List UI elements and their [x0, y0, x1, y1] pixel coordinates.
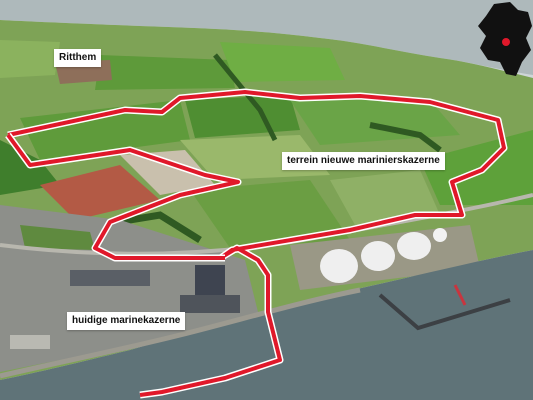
place-label-current-base: huidige marinekazerne	[67, 312, 186, 330]
field-10	[190, 180, 350, 248]
container-yard	[40, 165, 160, 220]
inset-location-marker	[502, 38, 510, 46]
place-label-ritthem: Ritthem	[54, 49, 102, 67]
field-1	[0, 40, 60, 78]
jetty	[378, 293, 511, 331]
field-11	[330, 170, 440, 225]
jetty-crane	[453, 284, 467, 306]
storage-tank-2	[361, 241, 395, 271]
building-2	[180, 295, 240, 313]
storage-tank-4	[433, 228, 447, 242]
town-green	[20, 225, 95, 250]
field-3	[220, 42, 345, 82]
boundary-new-site	[7, 90, 506, 397]
boundary-inner	[6, 133, 240, 260]
field-2	[95, 55, 235, 90]
quay	[0, 287, 361, 379]
distant-water	[0, 0, 533, 75]
parking-grid	[120, 150, 215, 195]
tree-line-2	[369, 122, 442, 153]
building-4	[10, 335, 50, 349]
tree-line-1	[213, 53, 278, 142]
storage-tank-1	[320, 249, 358, 283]
foreground-water	[0, 250, 533, 400]
location-inset-map-icon	[478, 2, 532, 76]
place-label-new-site: terrein nieuwe marinierskazerne	[282, 152, 445, 170]
field-4	[20, 100, 190, 160]
building-3	[195, 265, 225, 295]
storage-tank-3	[397, 232, 431, 260]
building-1	[70, 270, 150, 286]
